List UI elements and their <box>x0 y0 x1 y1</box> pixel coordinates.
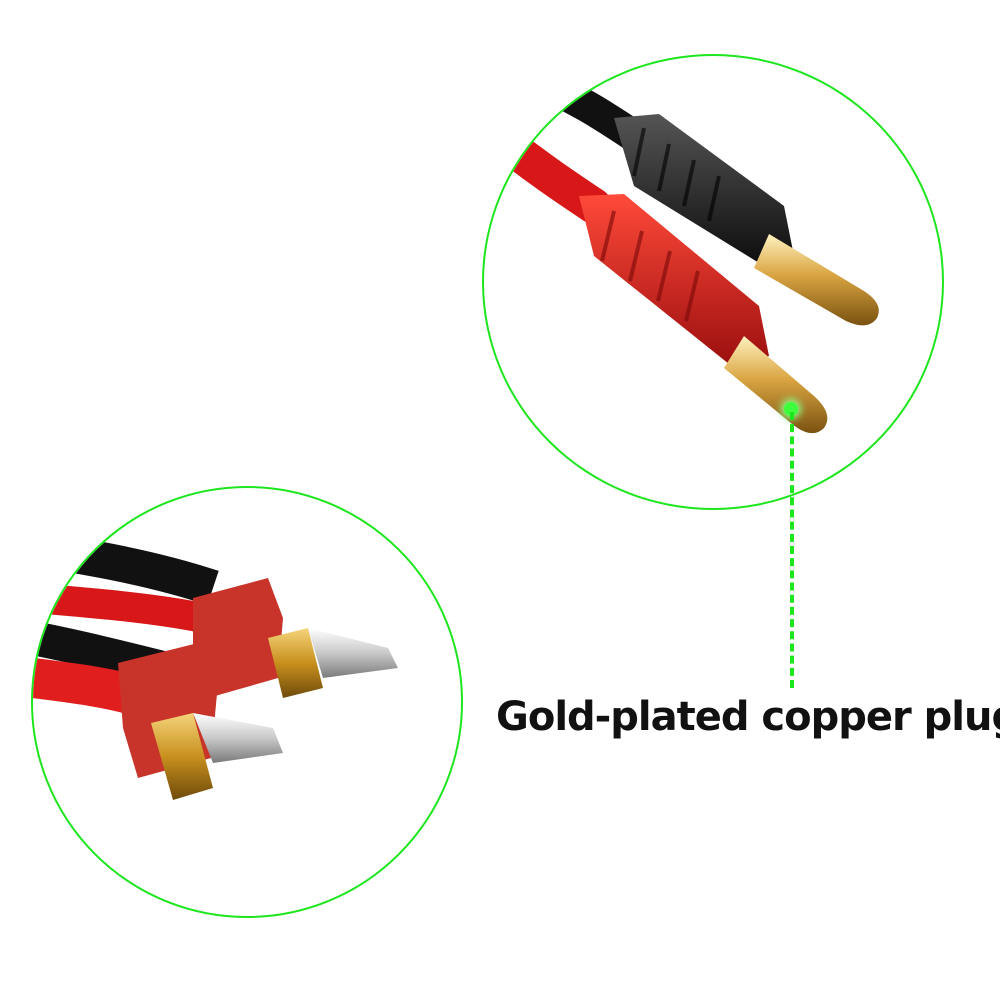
red-cable-back <box>33 583 206 633</box>
banana-plug-photo <box>484 60 879 434</box>
black-plug-body <box>614 114 794 266</box>
caption-text: Gold-plated copper plug <box>496 694 1000 740</box>
black-plug-gold-pin <box>754 234 879 326</box>
red-plug-gold-pin <box>724 336 828 434</box>
red-plug-body <box>579 194 769 368</box>
t-connector-photo-circle <box>31 486 463 918</box>
t-connector-front-silver-pin <box>193 713 283 763</box>
black-cable-back <box>33 530 219 606</box>
red-cable <box>484 108 612 224</box>
t-connector-back-silver-pin <box>308 628 398 678</box>
t-connector-front-gold-pin <box>151 713 213 800</box>
banana-plug-photo-circle <box>482 54 944 510</box>
t-connector-back-gold-pin <box>268 628 323 698</box>
t-connector-back <box>193 578 283 698</box>
callout-marker-dot <box>784 402 798 416</box>
callout-dashed-line <box>790 412 794 688</box>
deans-t-connector-photo <box>33 530 398 800</box>
